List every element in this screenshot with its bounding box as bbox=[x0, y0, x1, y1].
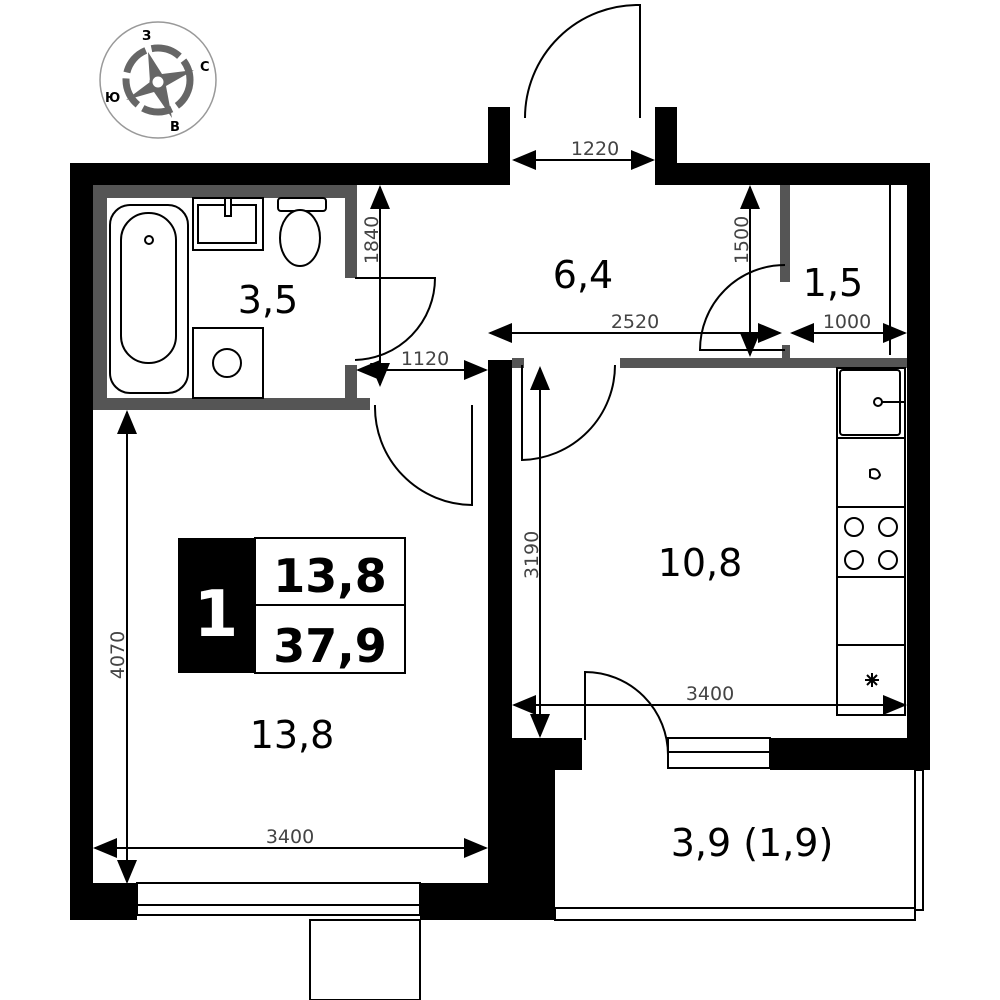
dim-closet-depth: 1500 bbox=[731, 216, 753, 264]
compass-rose-icon: З С Ю В bbox=[99, 21, 217, 139]
windows bbox=[136, 737, 916, 1000]
bathroom-fixtures bbox=[109, 197, 327, 399]
dimension-lines bbox=[93, 150, 907, 884]
compass-east: В bbox=[170, 120, 180, 135]
total-area: 37,9 bbox=[273, 619, 387, 673]
room-area-living: 13,8 bbox=[250, 713, 335, 757]
dim-bath-depth: 1840 bbox=[361, 216, 383, 264]
room-area-balcony: 3,9 (1,9) bbox=[671, 821, 834, 865]
compass-north: С bbox=[200, 60, 210, 75]
exterior-walls bbox=[70, 107, 930, 920]
dim-closet-width: 1000 bbox=[823, 311, 871, 333]
room-area-kitchen: 10,8 bbox=[658, 541, 743, 585]
dim-kitchen-width: 3400 bbox=[686, 683, 734, 705]
apartment-badge: 1 13,8 37,9 bbox=[178, 537, 406, 674]
room-count: 1 bbox=[194, 578, 239, 652]
living-area: 13,8 bbox=[273, 549, 387, 603]
compass-south: Ю bbox=[105, 91, 120, 106]
partitions bbox=[93, 185, 907, 410]
dim-hall-width: 2520 bbox=[611, 311, 659, 333]
room-area-hall: 6,4 bbox=[553, 253, 613, 297]
dim-entrance: 1220 bbox=[571, 138, 619, 160]
doors bbox=[354, 3, 786, 756]
room-area-closet: 1,5 bbox=[803, 261, 863, 305]
dim-living-depth: 4070 bbox=[107, 631, 129, 679]
compass-west: З bbox=[142, 29, 151, 44]
dim-corridor: 1120 bbox=[401, 348, 449, 370]
dim-kitchen-depth: 3190 bbox=[521, 531, 543, 579]
room-area-bathroom: 3,5 bbox=[238, 278, 298, 322]
dim-living-width: 3400 bbox=[266, 826, 314, 848]
kitchen-fixtures bbox=[836, 367, 906, 716]
